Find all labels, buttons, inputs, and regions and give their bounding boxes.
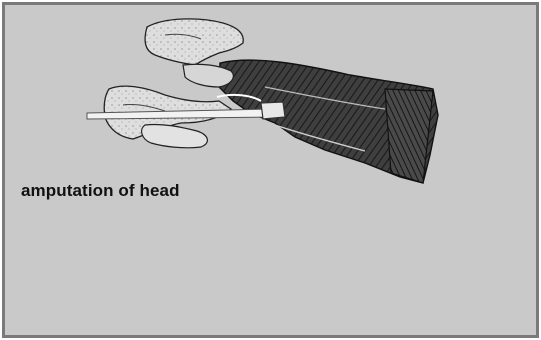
illustration: [5, 5, 536, 335]
figure-caption: amputation of head: [21, 181, 180, 201]
upper-specimen: [87, 19, 438, 183]
upper-skull-bone: [145, 19, 243, 65]
